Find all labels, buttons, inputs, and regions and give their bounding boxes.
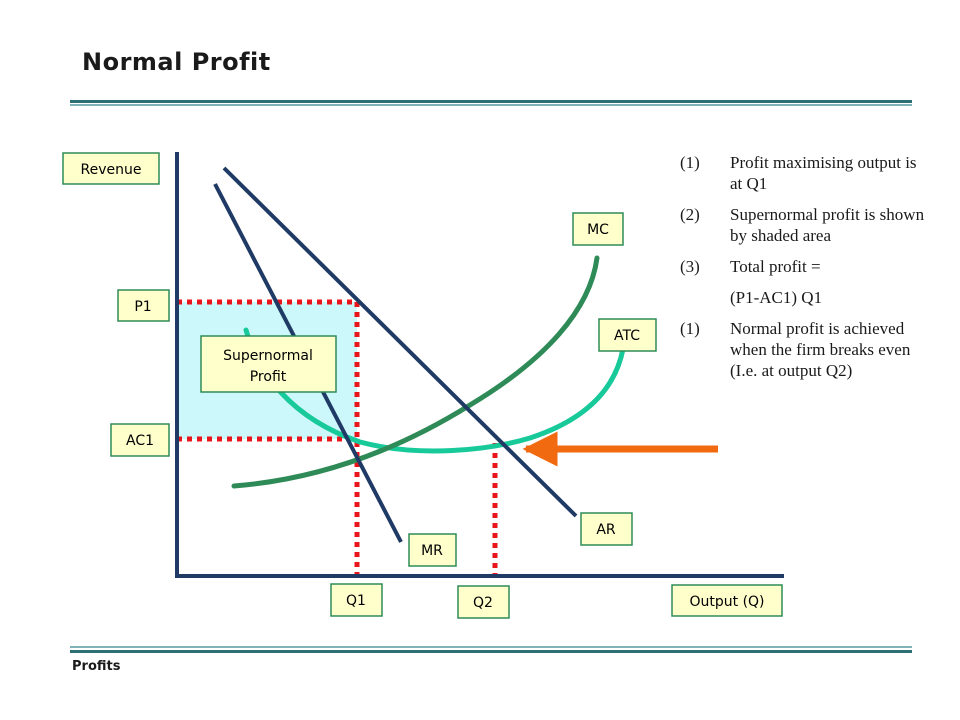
page-title: Normal Profit [82, 48, 271, 76]
mr-label-box: MR [408, 533, 457, 567]
top-divider-light [70, 104, 912, 106]
atc-label: ATC [614, 328, 640, 344]
ar-label-box: AR [580, 512, 633, 546]
mc-label-box: MC [572, 212, 624, 246]
p1-label-box: P1 [117, 289, 170, 322]
note-number: (1) [680, 319, 700, 338]
footer-label: Profits [72, 659, 121, 674]
note-text: Supernormal profit is shown by shaded ar… [730, 205, 925, 245]
mr-label: MR [421, 543, 443, 559]
p1-label: P1 [134, 299, 151, 315]
note-item: (2) Supernormal profit is shown by shade… [680, 204, 930, 246]
revenue-label: Revenue [81, 162, 142, 178]
note-number: (1) [680, 153, 700, 172]
note-text: Profit maximising output is at Q1 [730, 153, 917, 193]
note-item: (1) Profit maximising output is at Q1 [680, 152, 930, 194]
note-number: (2) [680, 205, 700, 224]
ac1-label-box: AC1 [110, 423, 170, 457]
note-item: (3) Total profit = [680, 256, 930, 277]
bottom-divider-light [70, 646, 912, 648]
supernormal-label-line1: Supernormal [223, 348, 313, 364]
supernormal-label-line2: Profit [250, 369, 287, 385]
q1-label-box: Q1 [330, 583, 383, 617]
bottom-divider [70, 650, 912, 653]
note-item: (1) Normal profit is achieved when the f… [680, 318, 930, 381]
q1-label: Q1 [346, 593, 366, 609]
q2-label-box: Q2 [457, 585, 510, 619]
note-text: Total profit = [730, 257, 821, 276]
note-number: (3) [680, 257, 700, 276]
supernormal-profit-label-box: Supernormal Profit [200, 335, 337, 393]
explanation-notes: (1) Profit maximising output is at Q1 (2… [680, 152, 930, 391]
revenue-label-box: Revenue [62, 152, 160, 185]
atc-label-box: ATC [598, 318, 657, 352]
output-label: Output (Q) [689, 594, 764, 610]
note-number [680, 287, 730, 308]
ac1-label: AC1 [126, 433, 154, 449]
note-text: (P1-AC1) Q1 [730, 288, 823, 307]
ar-label: AR [596, 522, 616, 538]
note-item: (P1-AC1) Q1 [680, 287, 930, 308]
ar-line [222, 166, 578, 518]
note-text: Normal profit is achieved when the firm … [730, 319, 911, 380]
output-label-box: Output (Q) [671, 584, 783, 617]
mc-curve [231, 255, 600, 489]
q2-label: Q2 [473, 595, 493, 611]
top-divider [70, 100, 912, 103]
mc-label: MC [587, 222, 609, 238]
